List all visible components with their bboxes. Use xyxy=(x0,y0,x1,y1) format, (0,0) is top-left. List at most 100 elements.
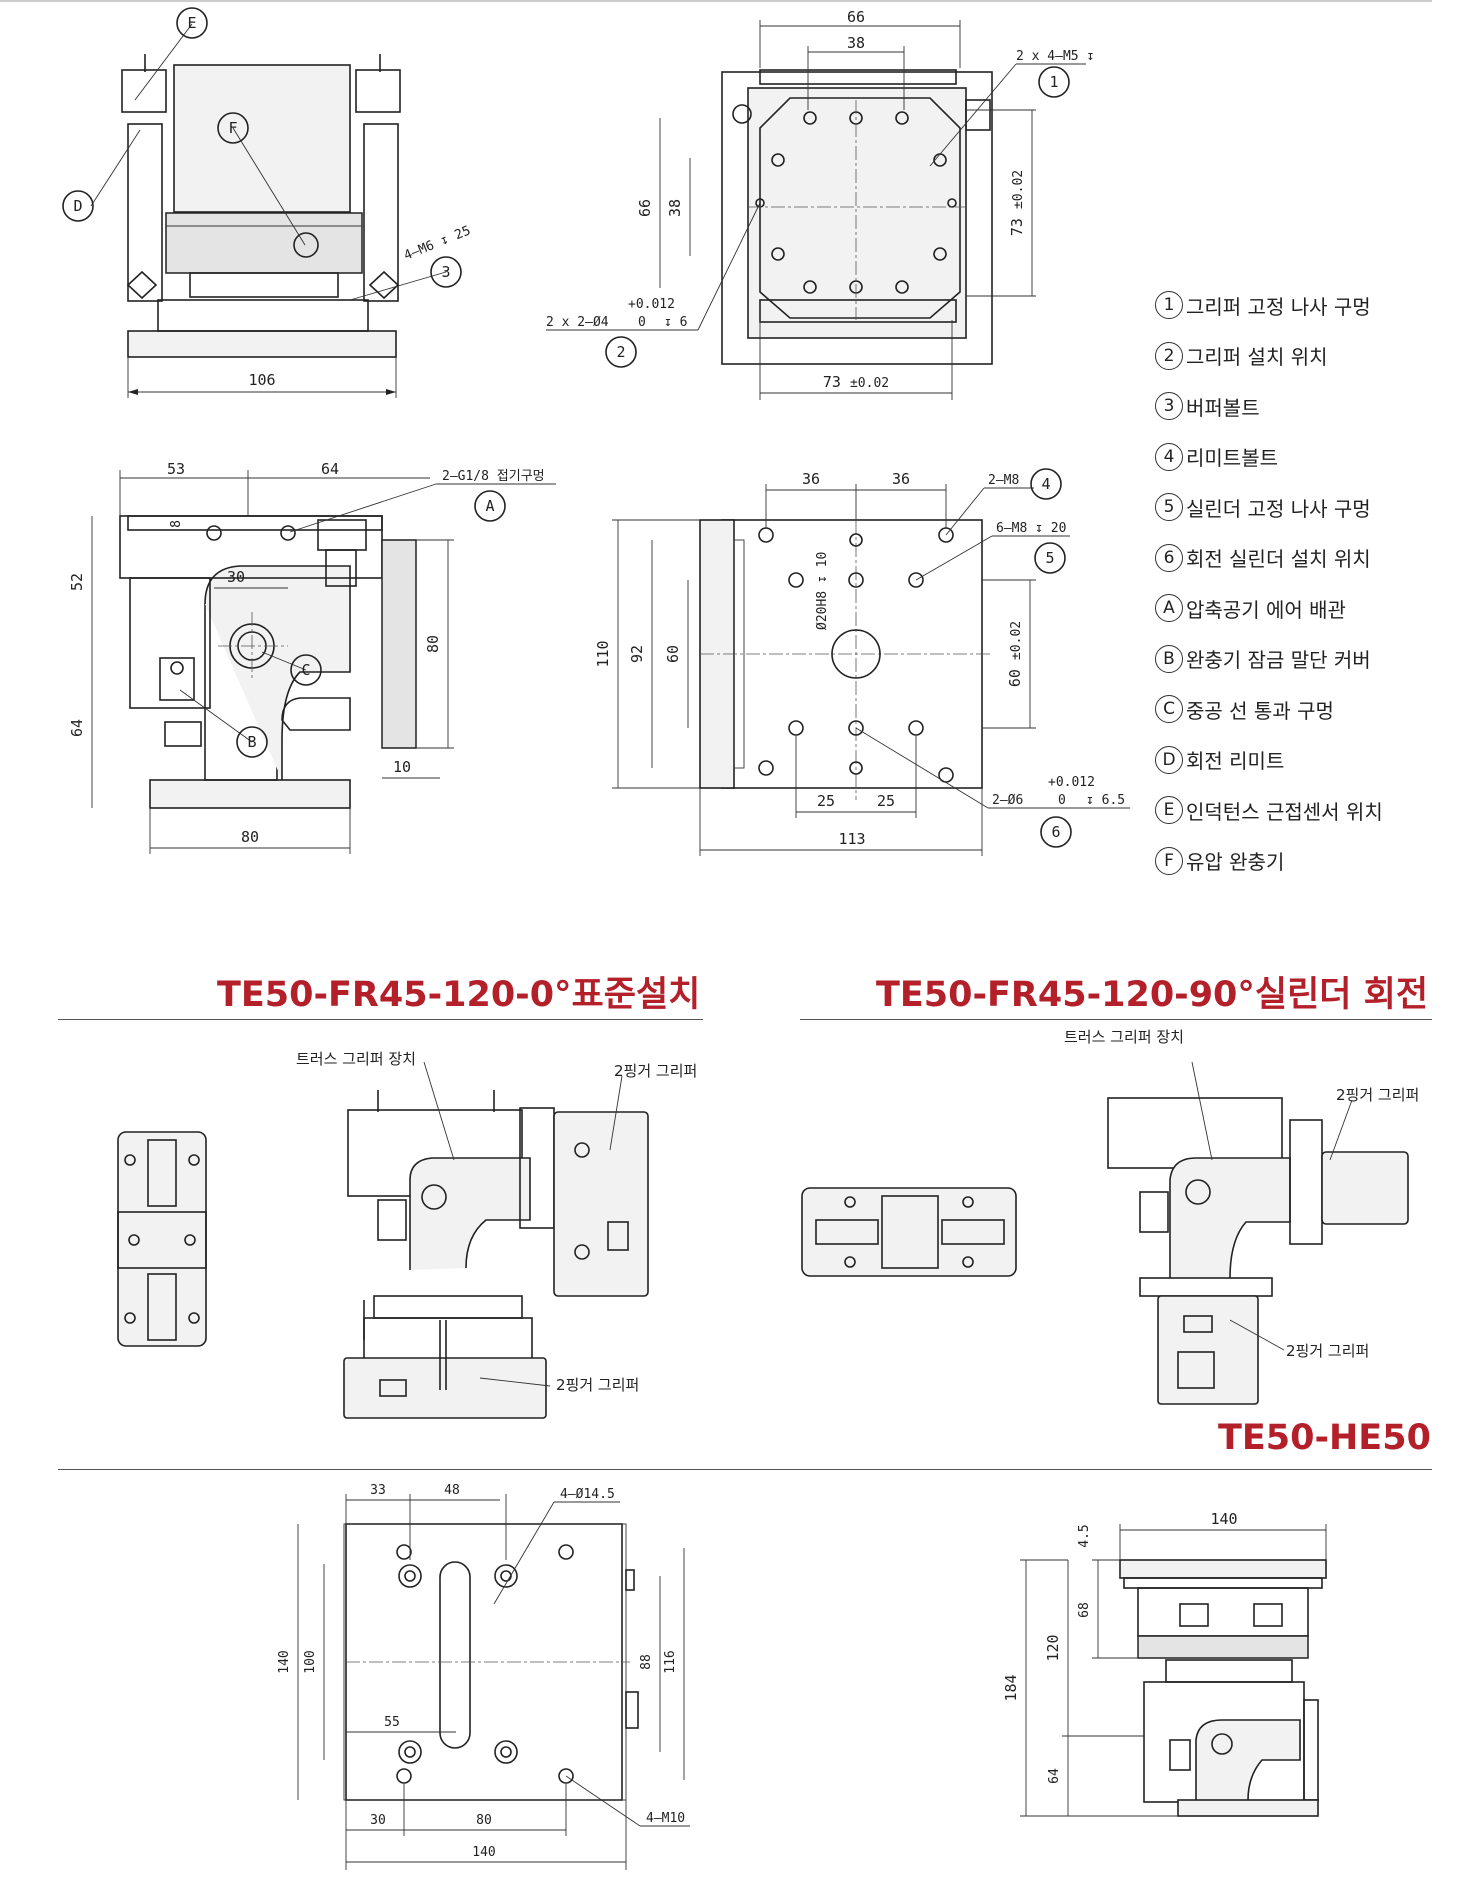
mark-1: 1 xyxy=(1049,73,1058,91)
pin6-depth: ↧ 6.5 xyxy=(1086,793,1125,808)
dim-60-right: 60 ±0.02 xyxy=(1006,621,1024,687)
assembly-rotated-side-view xyxy=(1107,1061,1409,1405)
dim-64-top: 64 xyxy=(321,460,339,478)
legend-mark: 2 xyxy=(1155,341,1183,370)
dim-52: 52 xyxy=(68,573,86,591)
mark-E: E xyxy=(187,14,196,32)
legend-text: 인덕턴스 근접센서 위치 xyxy=(1186,799,1383,824)
he-dim-48: 48 xyxy=(444,1483,460,1498)
he50-side-drawing: 140 4.5 68 120 184 64 xyxy=(1002,1510,1327,1817)
dim-38-top: 38 xyxy=(847,34,865,52)
legend-text: 그리퍼 설치 위치 xyxy=(1186,345,1328,370)
dim-53: 53 xyxy=(167,460,185,478)
he50-plan-drawing: 33 48 4—Ø14.5 140 100 88 116 55 30 80 14… xyxy=(277,1483,690,1870)
he-thread-note: 4—M10 xyxy=(646,1811,685,1826)
legend-text: 그리퍼 고정 나사 구멍 xyxy=(1186,294,1371,319)
dim-8: 8 xyxy=(169,520,184,528)
dim-110: 110 xyxy=(594,640,612,667)
he-side-dim-140: 140 xyxy=(1210,1510,1237,1528)
he-dim-140-bottom: 140 xyxy=(472,1845,495,1860)
note-bore: Ø20H8 ↧ 10 xyxy=(815,552,830,630)
callout-finger-right-top: 2핑거 그리퍼 xyxy=(1336,1086,1420,1104)
dim-113: 113 xyxy=(838,830,865,848)
mark-C: C xyxy=(301,661,310,679)
assembly-rotated-top-view xyxy=(801,1187,1017,1277)
legend-mark: E xyxy=(1155,796,1183,825)
he-dim-140-left: 140 xyxy=(277,1650,292,1673)
he-side-dim-120: 120 xyxy=(1044,1634,1062,1661)
assembly-standard-side-view xyxy=(343,1061,649,1419)
he-dim-30: 30 xyxy=(370,1813,386,1828)
legend-mark: 1 xyxy=(1155,291,1183,320)
dim-73-right: 73 ±0.02 xyxy=(1008,170,1026,236)
legend-mark: D xyxy=(1155,745,1183,774)
he-side-dim-184: 184 xyxy=(1002,1674,1020,1701)
pin-tol-lower: 0 xyxy=(638,315,646,330)
legend-text: 회전 실린더 설치 위치 xyxy=(1186,547,1371,572)
legend-mark: 5 xyxy=(1155,493,1183,522)
note-air-port: 2—G1/8 접기구멍 xyxy=(442,469,545,484)
legend-text: 중공 선 통과 구멍 xyxy=(1186,698,1334,723)
dim-64-side: 64 xyxy=(68,719,86,737)
mark-6: 6 xyxy=(1051,823,1060,841)
legend-mark: C xyxy=(1155,695,1183,724)
legend-text: 회전 리미트 xyxy=(1186,749,1285,774)
mark-5: 5 xyxy=(1045,549,1054,567)
dim-38-left: 38 xyxy=(666,199,684,217)
he-dim-80: 80 xyxy=(476,1813,492,1828)
callout-truss-left: 트러스 그리퍼 장치 xyxy=(296,1050,416,1068)
he-side-dim-68: 68 xyxy=(1077,1602,1092,1618)
mark-B: B xyxy=(247,733,256,751)
note-4-m6: 4—M6 ↧ 25 xyxy=(402,223,473,263)
he-side-dim-64: 64 xyxy=(1047,1768,1062,1784)
mark-F: F xyxy=(228,119,237,137)
legend-text: 리미트볼트 xyxy=(1186,446,1278,471)
top-view-drawing: 66 38 66 38 73 ±0.02 73 ±0.02 2 x 4—M5 ↧… xyxy=(546,8,1094,400)
pin6-tol-lower: 0 xyxy=(1058,793,1066,808)
base-plate-drawing: 36 36 110 92 60 60 ±0.02 25 25 113 Ø20H8… xyxy=(594,468,1130,856)
title-he50: TE50-HE50 xyxy=(1218,1418,1431,1458)
callout-finger-left-bottom: 2핑거 그리퍼 xyxy=(556,1376,640,1394)
dim-106: 106 xyxy=(248,371,275,389)
legend-text: 압축공기 에어 배관 xyxy=(1186,597,1346,622)
pin-depth: ↧ 6 xyxy=(664,315,687,330)
divider-left xyxy=(58,1019,703,1020)
mark-2: 2 xyxy=(616,343,625,361)
legend-mark: 6 xyxy=(1155,543,1183,572)
mark-3: 3 xyxy=(441,263,450,281)
note-6-m8: 6—M8 ↧ 20 xyxy=(996,521,1066,536)
dim-36-a: 36 xyxy=(802,470,820,488)
mounting-hole-grid xyxy=(758,533,924,776)
note-pin-2x2: 2 x 2—Ø4 xyxy=(546,315,609,330)
dim-36-b: 36 xyxy=(892,470,910,488)
pin-tol-upper: +0.012 xyxy=(628,297,675,312)
front-view-drawing: 106 E F D 3 4—M6 ↧ 25 xyxy=(62,7,473,398)
dim-92: 92 xyxy=(628,645,646,663)
dim-80-side: 80 xyxy=(424,635,442,653)
dim-66-top: 66 xyxy=(847,8,865,26)
title-standard-install: TE50-FR45-120-0°표준설치 xyxy=(217,975,701,1015)
legend-text: 버퍼볼트 xyxy=(1186,395,1260,420)
note-2x4-m5: 2 x 4—M5 ↧ xyxy=(1016,49,1094,64)
he-dim-116: 116 xyxy=(663,1650,678,1673)
mark-D: D xyxy=(73,197,82,215)
legend-mark: A xyxy=(1155,594,1183,623)
title-cylinder-rotation: TE50-FR45-120-90°실린더 회전 xyxy=(876,975,1429,1015)
dim-30: 30 xyxy=(227,568,245,586)
he-dim-100: 100 xyxy=(303,1650,318,1673)
he-hole-note: 4—Ø14.5 xyxy=(560,1487,615,1502)
note-2-d6: 2—Ø6 xyxy=(992,793,1023,808)
